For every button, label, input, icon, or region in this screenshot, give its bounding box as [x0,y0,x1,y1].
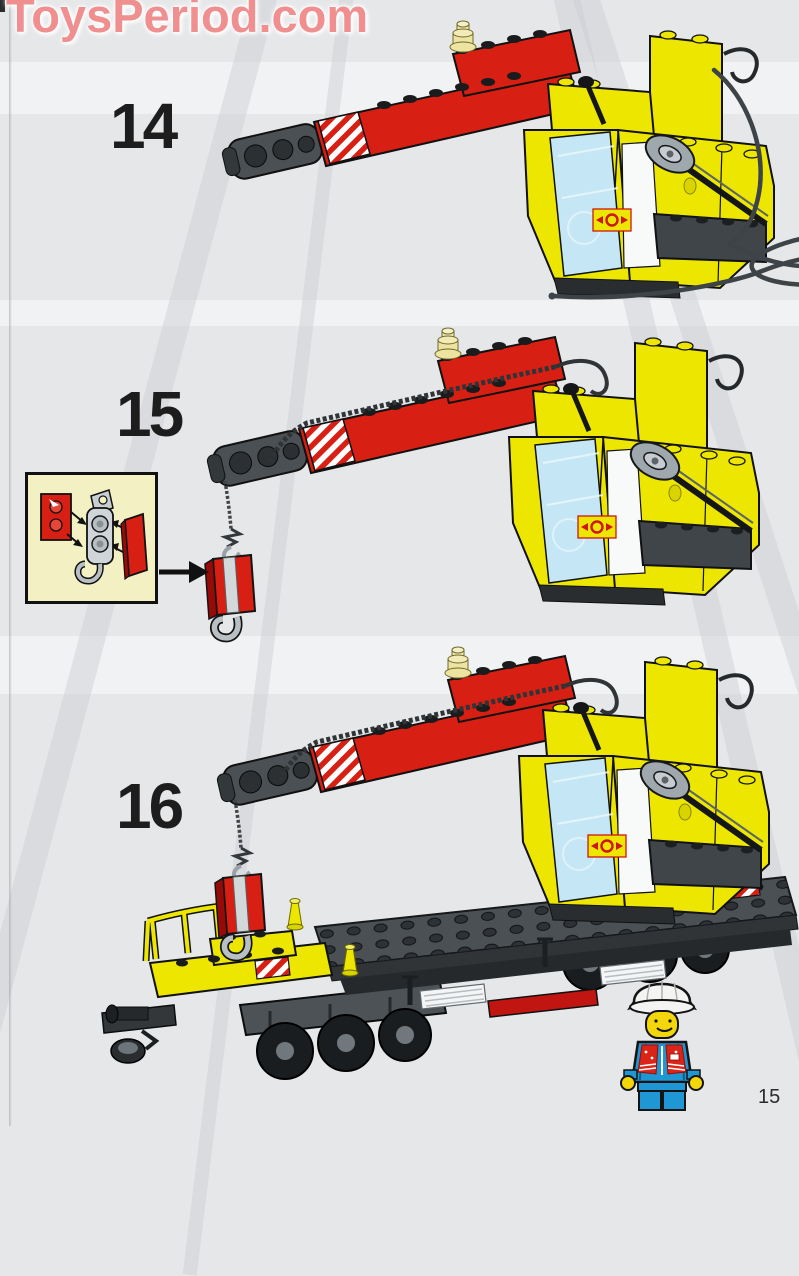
helmet [630,981,694,1014]
step15-crane-illustration [203,333,783,633]
left-buffers [102,1005,176,1063]
inset-pointer-arrow [157,556,211,588]
worker-minifigure [612,962,712,1112]
step16-crane-illustration [213,652,793,952]
instruction-page: 14 15 16 [0,0,799,1126]
site-watermark: ToysPeriod.com [6,0,368,43]
red-underframe-piece [488,989,598,1017]
red-tile-part [121,514,147,579]
hazard-sticker-left [255,957,290,979]
torso [632,1042,692,1082]
railing [146,906,222,961]
page-number: 15 [758,1086,780,1109]
step14-crane-illustration [218,26,798,326]
scan-corner-mark [0,0,5,12]
vest-logo [670,1054,679,1060]
step-number-16: 16 [116,774,181,838]
head [646,1011,678,1038]
step15-parts-inset [25,472,158,604]
red-plate-part [41,494,71,540]
left-bogie [240,983,446,1079]
step-number-15: 15 [116,382,181,446]
step-number-14: 14 [110,94,175,158]
scan-crease [9,0,12,1126]
legs [638,1082,686,1110]
